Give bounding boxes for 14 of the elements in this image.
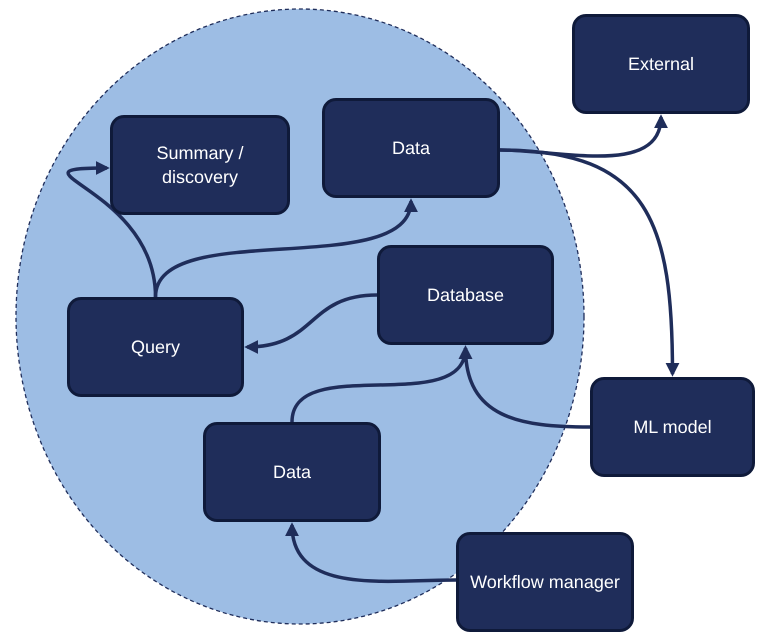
arrow	[66, 161, 158, 298]
arrow	[290, 345, 470, 422]
process-box: Query	[67, 297, 244, 397]
arrow	[500, 148, 680, 377]
process-box: Data	[322, 98, 500, 198]
arrow	[154, 198, 415, 298]
arrow	[244, 293, 378, 354]
process-box: Database	[377, 245, 554, 345]
process-box: ML model	[590, 377, 755, 477]
process-box: Data	[203, 422, 381, 522]
arrow	[286, 522, 456, 584]
process-box: Summary / discovery	[110, 115, 290, 215]
process-box: External	[572, 14, 750, 114]
process-box: Workflow manager	[456, 532, 634, 632]
